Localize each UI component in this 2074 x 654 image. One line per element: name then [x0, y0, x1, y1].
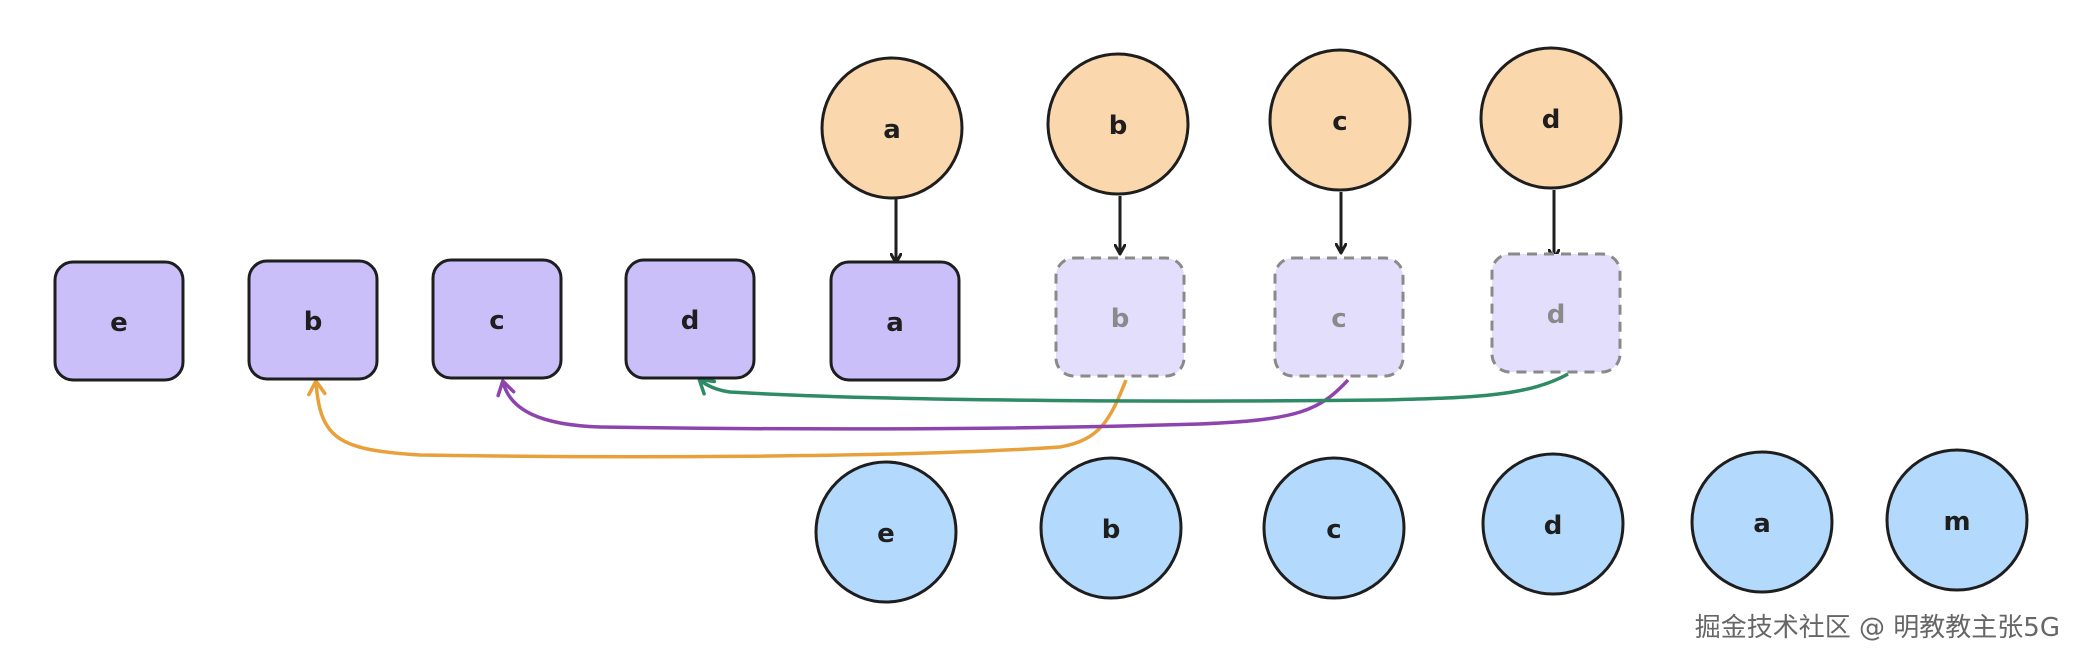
- bottom-circle-label: a: [1753, 509, 1771, 539]
- bottom-circle-a: a: [1690, 450, 1834, 594]
- ghost-square-label: b: [1111, 304, 1130, 334]
- top-circle-a: a: [820, 56, 964, 200]
- green-arrow-d: [697, 372, 1569, 403]
- top-circle-label: b: [1109, 111, 1128, 141]
- squares-row: e b c d a b c: [53, 252, 1622, 382]
- bottom-circle-d: d: [1481, 452, 1625, 596]
- down-arrows: [896, 190, 1554, 262]
- orange-arrow-b: [307, 379, 1128, 459]
- bottom-circle-label: e: [877, 519, 895, 549]
- top-circle-b: b: [1046, 52, 1190, 196]
- square-label: c: [489, 306, 504, 336]
- bottom-circles: e b c d a m: [814, 448, 2029, 604]
- ghost-square-label: d: [1547, 300, 1566, 330]
- square-label: b: [304, 307, 323, 337]
- bottom-circle-label: b: [1102, 515, 1121, 545]
- bottom-circle-label: c: [1326, 515, 1341, 545]
- square-d: d: [624, 258, 756, 380]
- bottom-circle-label: d: [1544, 511, 1563, 541]
- ghost-square-label: c: [1331, 304, 1346, 334]
- watermark-text: 掘金技术社区 @ 明教教主张5G: [1694, 613, 2060, 643]
- square-label: a: [886, 308, 904, 338]
- top-circle-label: d: [1542, 105, 1561, 135]
- square-c: c: [431, 258, 563, 380]
- top-circle-c: c: [1268, 48, 1412, 192]
- bottom-circle-c: c: [1262, 456, 1406, 600]
- bottom-circle-b: b: [1039, 456, 1183, 600]
- ghost-square-c: c: [1273, 256, 1405, 378]
- bottom-circle-e: e: [814, 460, 958, 604]
- top-circles: a b c d: [820, 46, 1623, 200]
- top-circle-label: c: [1332, 107, 1347, 137]
- top-circle-label: a: [883, 115, 901, 145]
- top-circle-d: d: [1479, 46, 1623, 190]
- square-label: d: [681, 306, 700, 336]
- purple-arrow-c: [496, 378, 1350, 431]
- bottom-circle-label: m: [1943, 507, 1970, 537]
- ghost-square-d: d: [1490, 252, 1622, 374]
- square-e: e: [53, 260, 185, 382]
- bottom-circle-m: m: [1885, 448, 2029, 592]
- move-arrows: [307, 372, 1569, 459]
- square-label: e: [110, 308, 128, 338]
- ghost-square-b: b: [1054, 256, 1186, 378]
- square-a: a: [829, 260, 961, 382]
- square-b: b: [247, 259, 379, 381]
